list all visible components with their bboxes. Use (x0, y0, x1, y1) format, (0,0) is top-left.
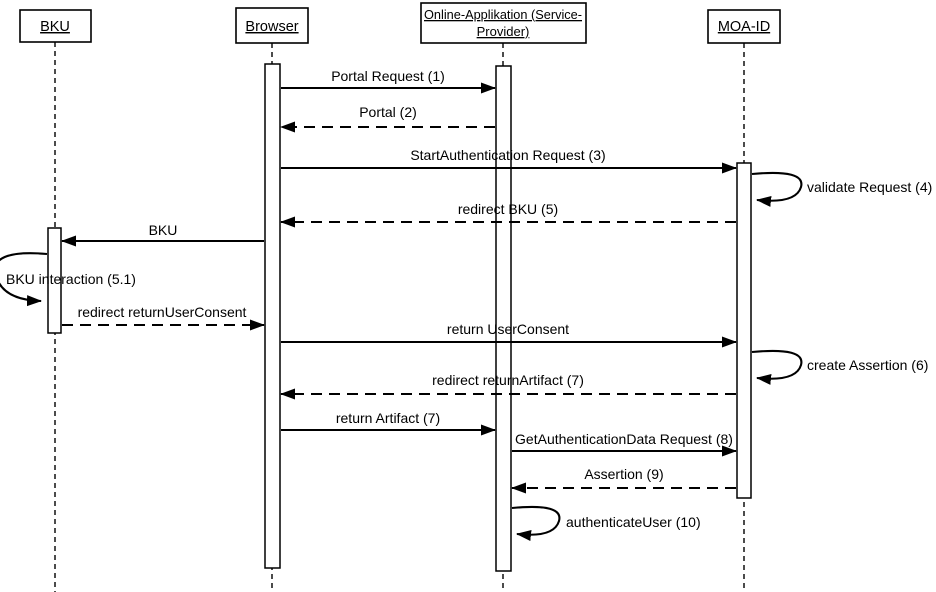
activation-bar-browser (264, 63, 281, 569)
actor-box-bku (19, 9, 92, 43)
message-label-redirect-returnuserconsent: redirect returnUserConsent (78, 304, 247, 320)
activation-bar-online-applikation (495, 65, 512, 572)
message-label-bku: BKU (149, 222, 178, 238)
message-label-return-userconsent: return UserConsent (447, 321, 569, 337)
message-label-redirect-bku: redirect BKU (5) (458, 201, 558, 217)
message-arrow-authenticateuser-selfloop (511, 505, 561, 541)
actor-label-browser: Browser (245, 19, 298, 35)
message-label-redirect-returnartifact: redirect returnArtifact (7) (432, 372, 584, 388)
actor-label-online-applikation-line2: Provider) (477, 24, 530, 39)
actor-label-moa-id: MOA-ID (718, 19, 770, 35)
activation-bar-bku (47, 227, 62, 334)
actor-bku: BKU (19, 9, 92, 43)
message-label-portal-request: Portal Request (1) (331, 68, 445, 84)
message-label-portal: Portal (2) (359, 104, 417, 120)
message-label-getauthenticationdata-request: GetAuthenticationData Request (8) (515, 431, 733, 447)
message-arrow-bku-interaction-selfloop (0, 252, 48, 307)
message-label-return-artifact: return Artifact (7) (336, 410, 440, 426)
actor-moa-id: MOA-ID (707, 9, 781, 44)
message-label-assertion: Assertion (9) (584, 466, 663, 482)
message-label-create-assertion: create Assertion (6) (807, 357, 928, 373)
message-label-startauthentication-request: StartAuthentication Request (3) (410, 147, 605, 163)
actor-label-online-applikation-line1: Online-Applikation (Service- (424, 7, 582, 22)
actor-box-online-applikation (420, 2, 587, 44)
actor-label-bku: BKU (40, 19, 70, 35)
activation-bar-moa-id (736, 162, 752, 499)
message-arrow-create-assertion-selfloop (751, 349, 803, 385)
actor-online-applikation: Online-Applikation (Service- Provider) (420, 2, 587, 44)
message-label-bku-interaction: BKU interaction (5.1) (6, 271, 136, 287)
actor-box-moa-id (707, 9, 781, 44)
actor-browser: Browser (235, 7, 309, 44)
message-label-validate-request: validate Request (4) (807, 179, 932, 195)
message-arrow-validate-request-selfloop (751, 171, 803, 207)
actor-box-browser (235, 7, 309, 44)
message-label-authenticateuser: authenticateUser (10) (566, 514, 701, 530)
